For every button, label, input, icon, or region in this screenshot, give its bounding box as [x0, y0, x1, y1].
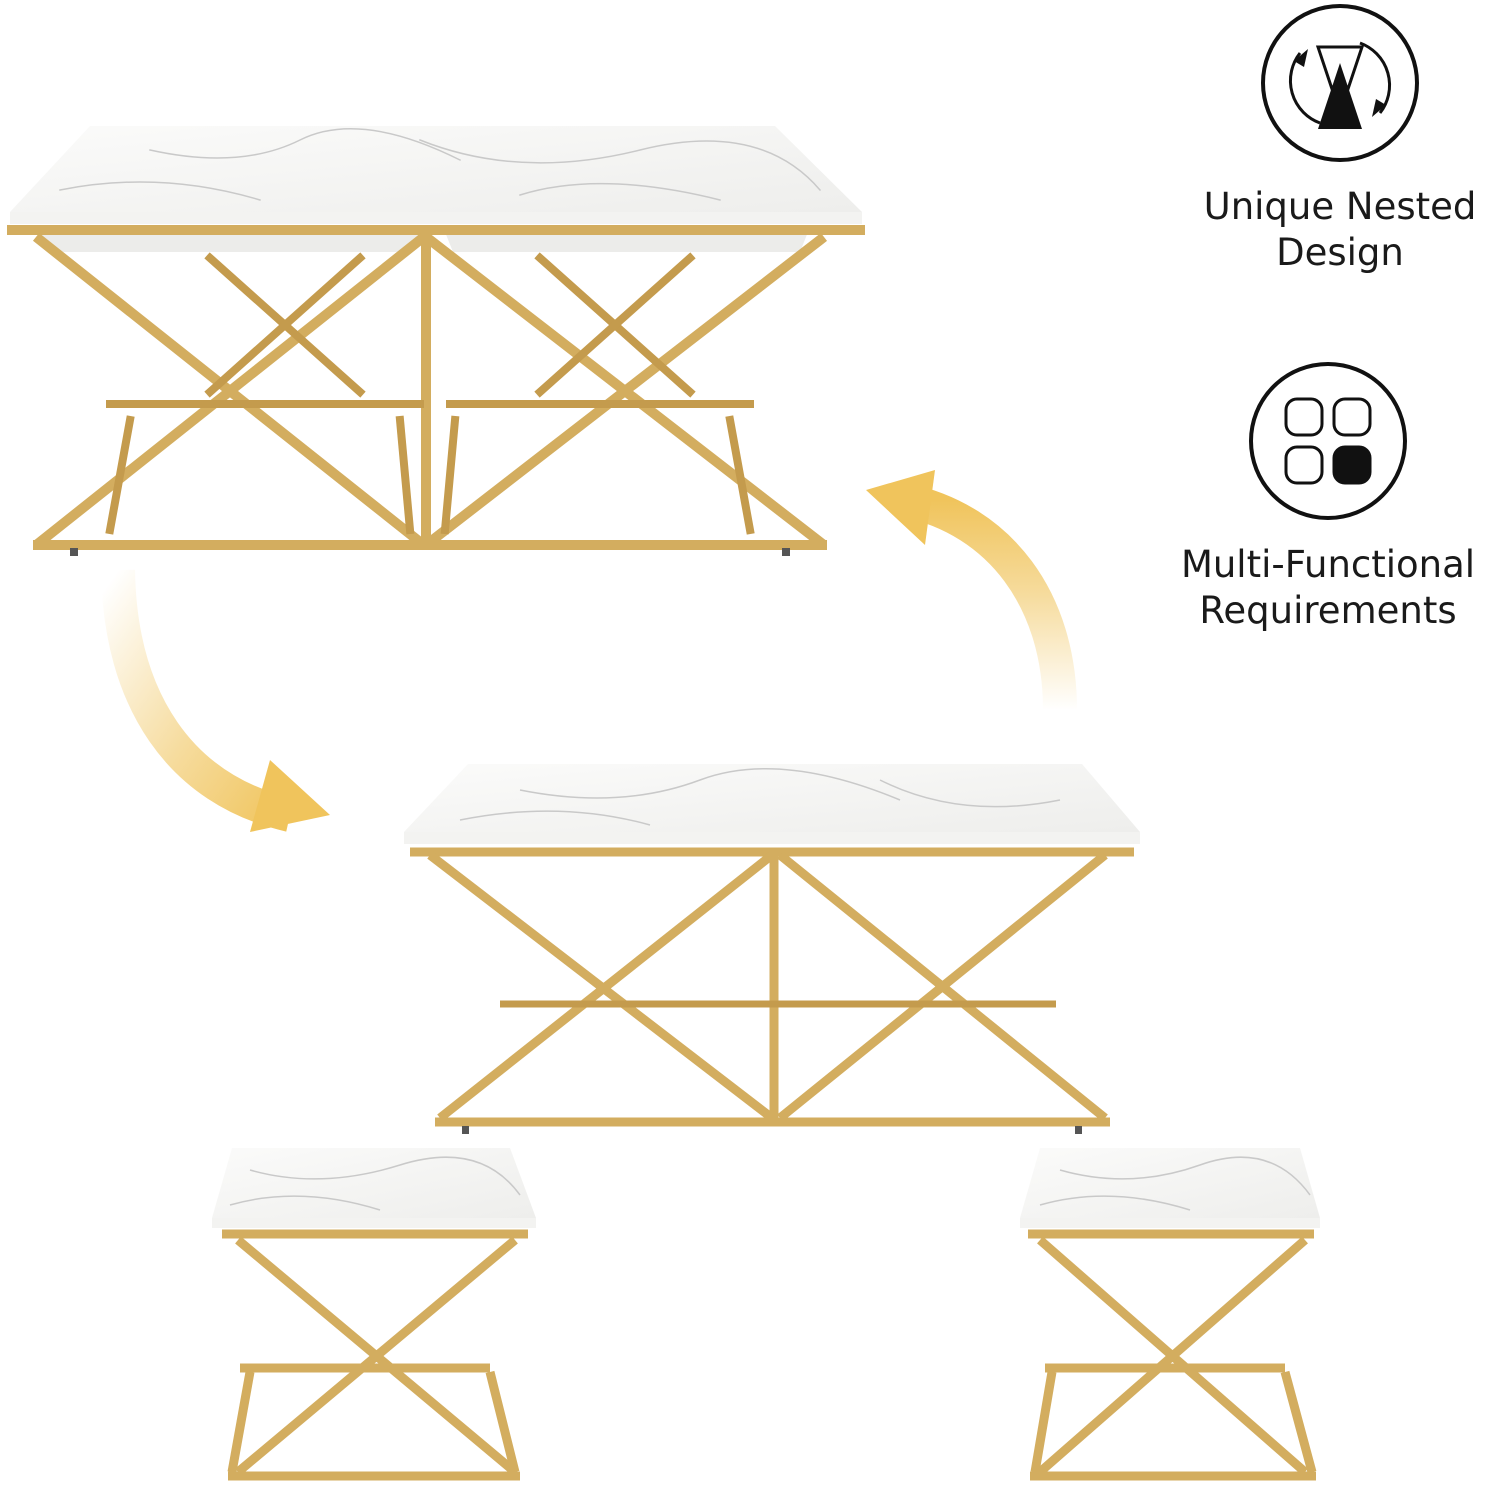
feature-nested-design: Unique Nested Design	[1150, 4, 1500, 276]
feature-title-line2: Design	[1276, 231, 1404, 274]
nested-inner-top-right	[445, 232, 808, 252]
feature-title-line1: Unique Nested	[1203, 185, 1477, 228]
side-table-left	[212, 1148, 536, 1481]
nested-inner-top-left	[40, 232, 420, 252]
arrow-up-left-icon	[866, 470, 1077, 711]
coffee-table	[404, 764, 1140, 1134]
nested-top-edge	[10, 212, 862, 224]
feature-icon-ring	[1261, 4, 1419, 162]
side-table-right	[1020, 1148, 1320, 1481]
arrow-down-right-icon	[101, 569, 330, 832]
nested-triangle-rotate-icon	[1288, 41, 1392, 129]
feature-title-line1: Multi-Functional	[1180, 543, 1476, 586]
feature-title-line2: Requirements	[1199, 589, 1457, 632]
four-squares-icon	[1284, 397, 1372, 485]
nested-marble-top	[10, 126, 862, 212]
coffee-marble-top	[404, 764, 1140, 832]
nested-table-set	[7, 126, 865, 556]
feature-multi-functional: Multi-Functional Requirements	[1148, 362, 1500, 634]
feature-icon-ring	[1249, 362, 1407, 520]
